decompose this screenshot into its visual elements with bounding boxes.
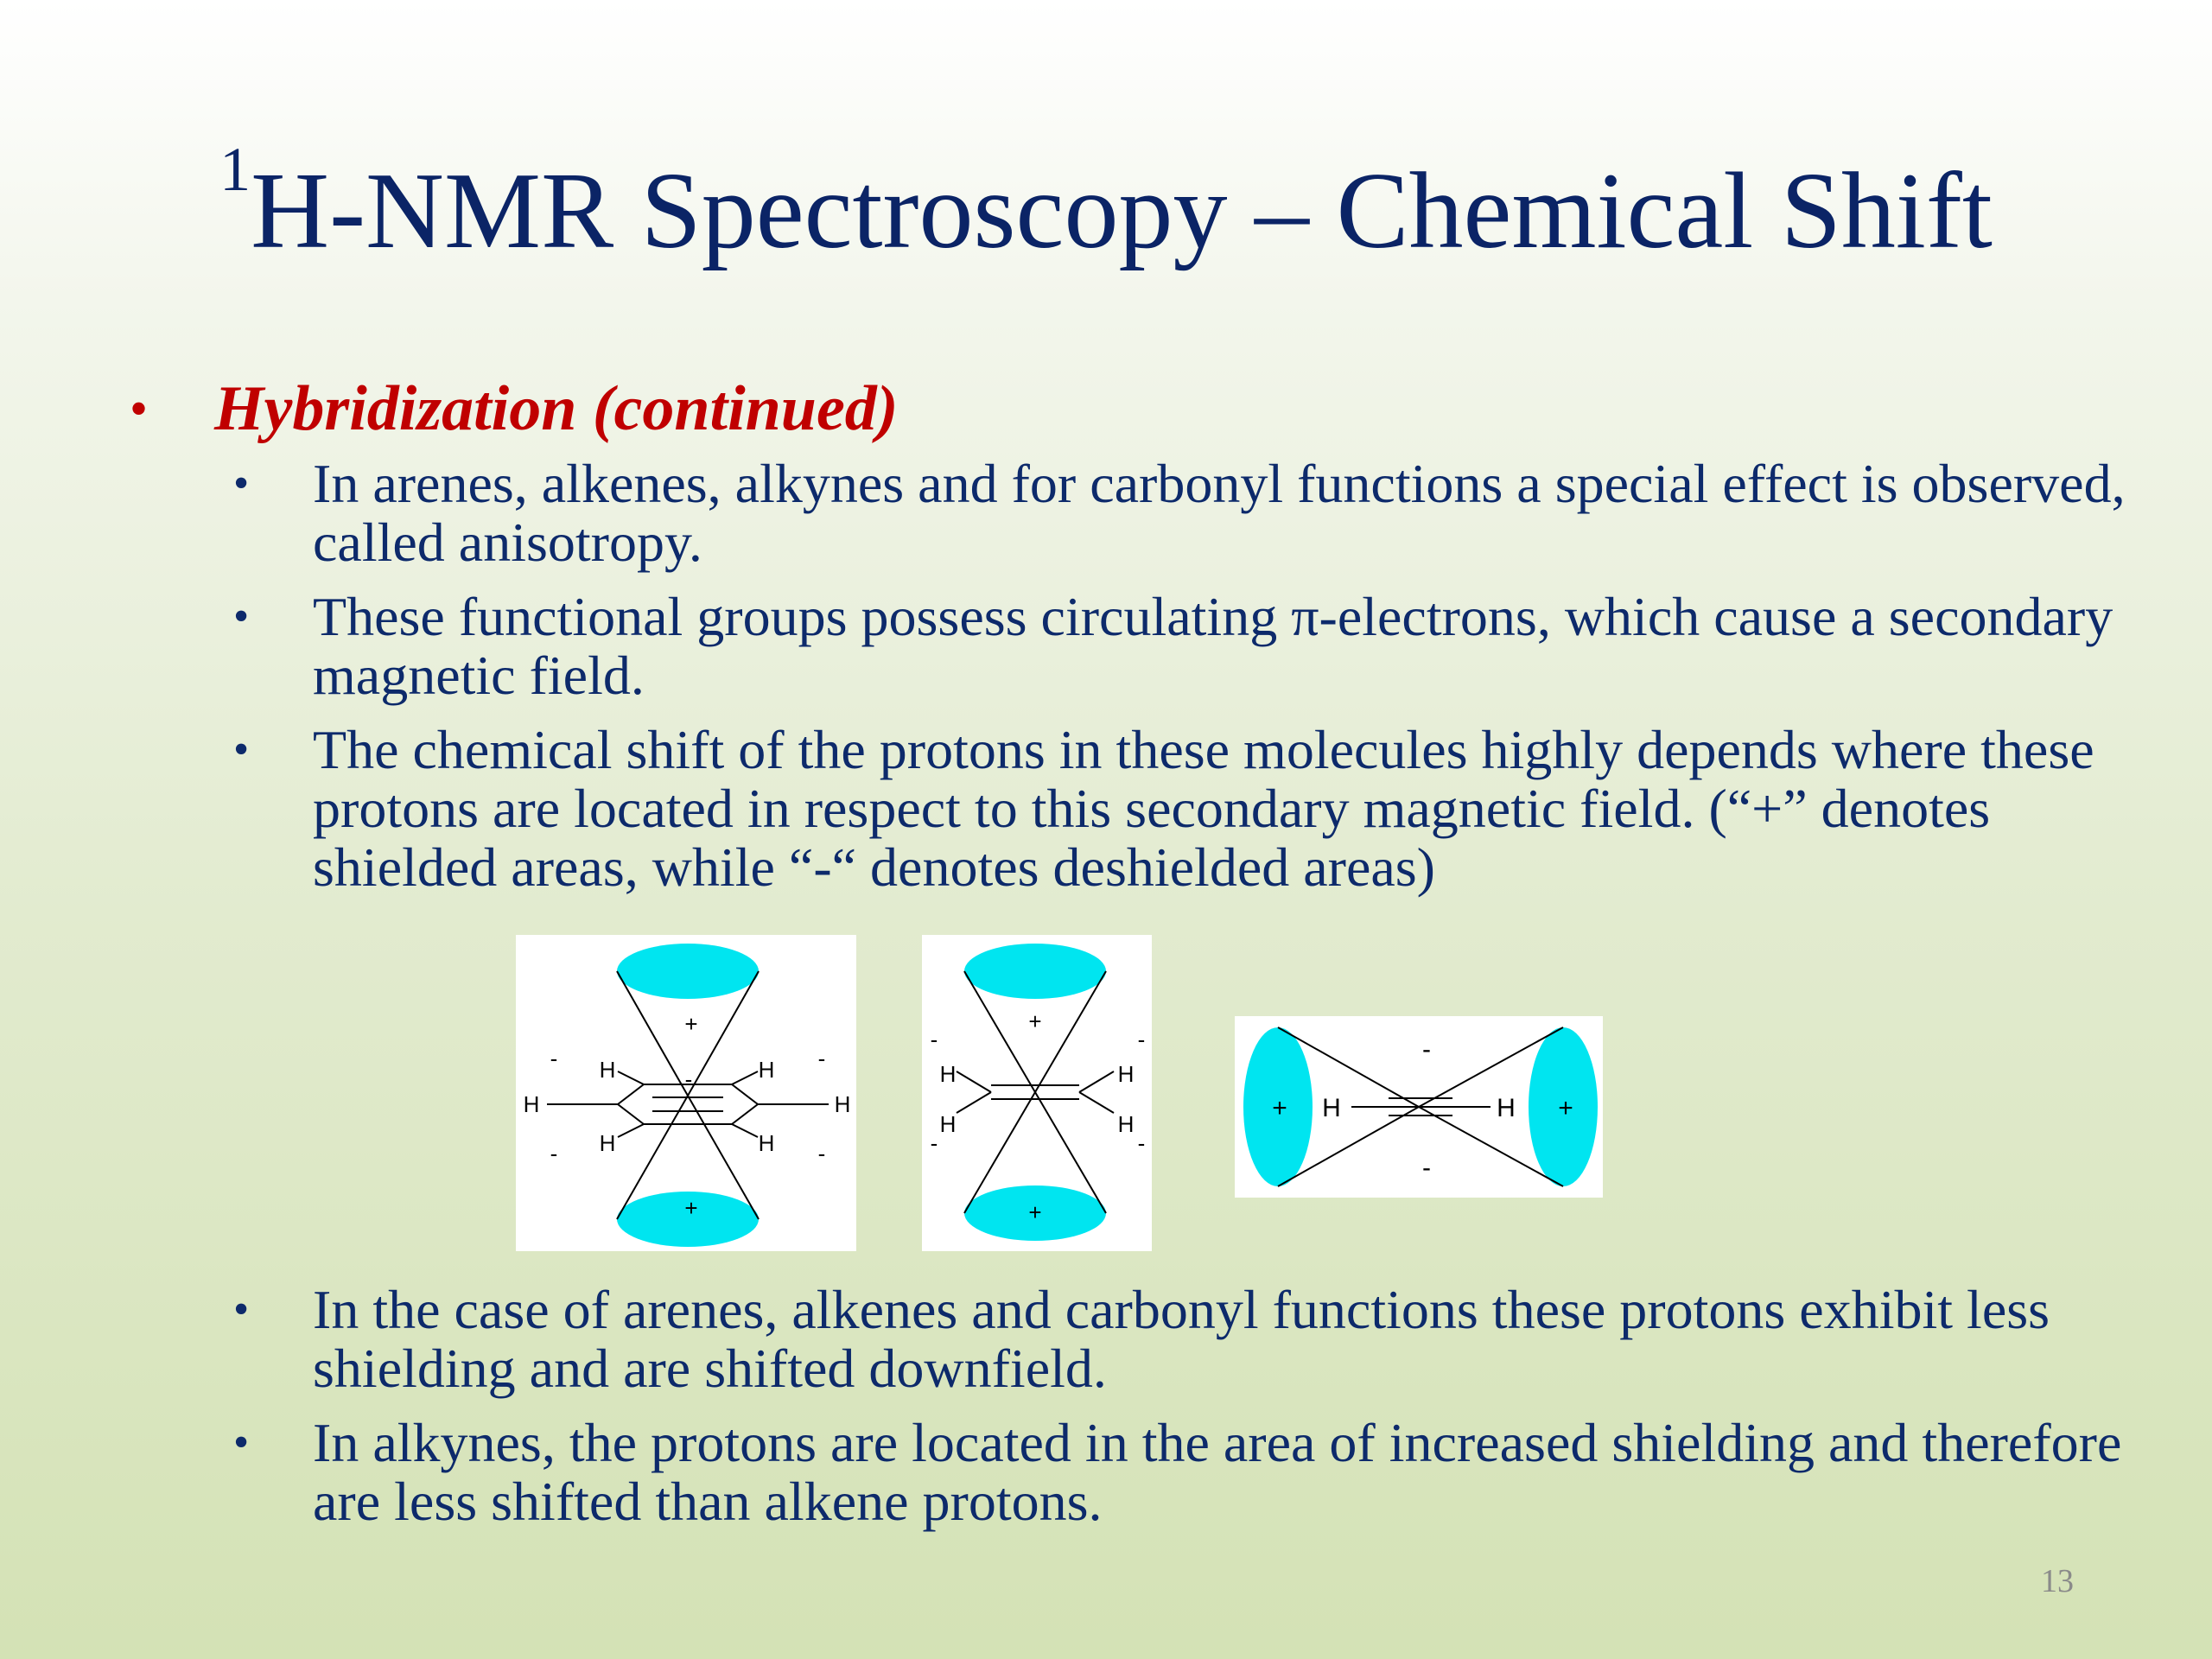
page-number: 13 [2041,1563,2074,1599]
plus-sign: + [1028,1199,1041,1225]
bullet-text: These functional groups possess circulat… [313,586,2113,706]
minus-sign: - [931,1027,938,1052]
section-heading: Hybridization (continued) [214,373,899,444]
minus-sign: - [550,1046,558,1071]
bullet-text: In alkynes, the protons are located in t… [313,1412,2122,1532]
shielding-cone-left [1243,1027,1313,1186]
bullet-icon: • [233,1418,250,1467]
benzene-anisotropy-figure: + + - - - - - H H H H H H [516,935,856,1251]
hydrogen-label: H [1497,1094,1516,1122]
plus-sign: + [684,1195,697,1221]
bullet-icon: • [233,725,250,774]
minus-sign: - [685,1066,693,1092]
plus-sign: + [684,1011,697,1037]
hydrogen-label: H [759,1130,775,1156]
minus-sign: - [1422,1154,1431,1182]
bullet-text: In arenes, alkenes, alkynes and for carb… [313,453,2126,573]
bullet-icon: • [130,380,149,437]
shielding-cone-bottom [617,1192,759,1247]
alkene-anisotropy-figure: + + - - - - H H H H [922,935,1152,1251]
hydrogen-label: H [524,1091,540,1117]
hydrogen-label: H [940,1111,957,1137]
slide-title: 1H-NMR Spectroscopy – Chemical Shift [0,138,2212,276]
bullet-text: In the case of arenes, alkenes and carbo… [313,1279,2050,1399]
shielding-cone-right [1529,1027,1598,1186]
minus-sign: - [1138,1130,1146,1156]
alkyne-anisotropy-figure: + + - - H H [1235,1016,1603,1198]
title-superscript: 1 [219,135,251,204]
hydrogen-label: H [1322,1094,1341,1122]
shielding-cone-bottom [964,1185,1106,1241]
plus-sign: + [1558,1094,1573,1122]
minus-sign: - [818,1046,826,1071]
minus-sign: - [550,1141,558,1166]
hydrogen-label: H [600,1130,616,1156]
minus-sign: - [818,1141,826,1166]
minus-sign: - [931,1130,938,1156]
bullet-icon: • [233,592,250,641]
plus-sign: + [1272,1094,1287,1122]
bullet-icon: • [233,459,250,508]
minus-sign: - [1422,1035,1431,1064]
hydrogen-label: H [1118,1061,1135,1087]
hydrogen-label: H [835,1091,851,1117]
title-text: H-NMR Spectroscopy – Chemical Shift [251,151,1993,271]
hydrogen-label: H [940,1061,957,1087]
hydrogen-label: H [600,1057,616,1083]
shielding-cone-top [964,944,1106,999]
plus-sign: + [1028,1008,1041,1034]
bullet-icon: • [233,1285,250,1334]
bullet-text: The chemical shift of the protons in the… [313,719,2094,898]
hydrogen-label: H [759,1057,775,1083]
shielding-cone-top [617,944,759,999]
hydrogen-label: H [1118,1111,1135,1137]
minus-sign: - [1138,1027,1146,1052]
